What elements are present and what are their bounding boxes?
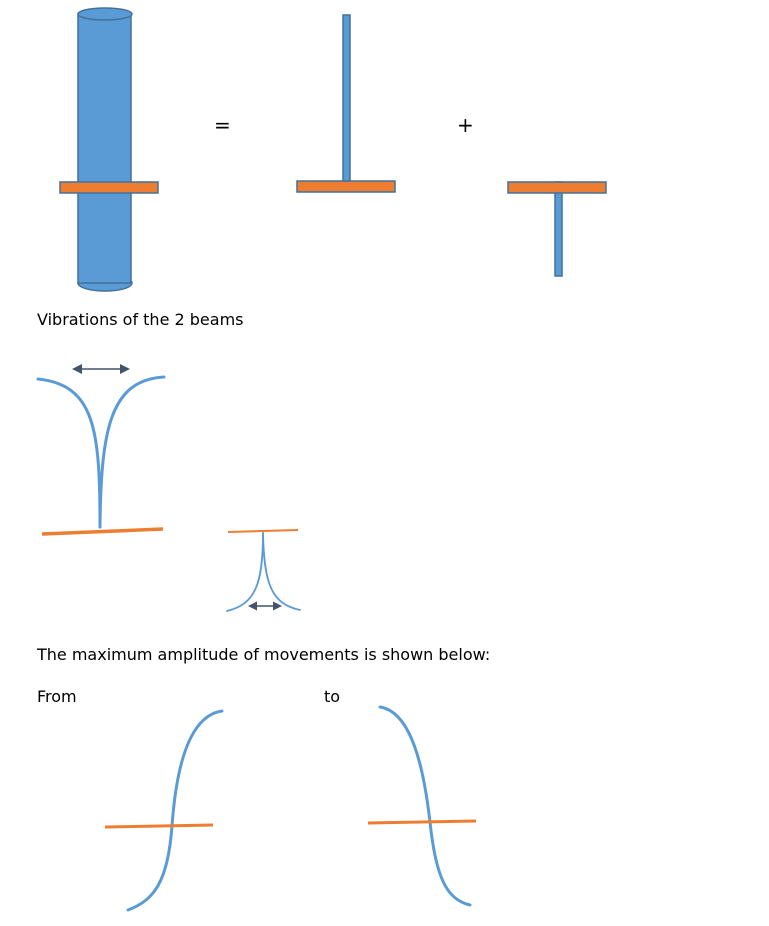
lower-beam-vibration xyxy=(226,529,301,612)
cylinder-with-plate xyxy=(59,7,159,292)
lower-beam-left-curve xyxy=(226,532,264,612)
to-beam-curve xyxy=(378,705,472,907)
lower-beam-right-curve xyxy=(262,532,301,611)
from-beam-curve xyxy=(126,709,224,912)
from-position-beam xyxy=(104,709,224,912)
upper-beam-vibration xyxy=(36,364,166,536)
from-label: From xyxy=(37,687,77,706)
max-amplitude-title: The maximum amplitude of movements is sh… xyxy=(37,645,491,664)
cylinder-body xyxy=(77,13,132,284)
equals-sign: = xyxy=(214,113,231,137)
to-plate xyxy=(367,819,477,825)
upper-beam-with-plate xyxy=(296,14,396,193)
cylinder-top-cap xyxy=(77,7,133,21)
upper-beam xyxy=(342,14,351,184)
upper-beam-left-curve xyxy=(36,377,102,529)
lower-beam-top-plate xyxy=(227,529,299,533)
upper-double-arrow xyxy=(72,364,130,374)
upper-beam-plate xyxy=(296,180,396,193)
to-position-beam xyxy=(367,705,477,907)
cylinder-plate xyxy=(59,181,159,194)
lower-beam-with-plate xyxy=(507,181,607,277)
upper-beam-base-plate xyxy=(41,527,164,536)
vibrations-title: Vibrations of the 2 beams xyxy=(37,310,244,329)
upper-beam-right-curve xyxy=(98,375,166,529)
to-label: to xyxy=(324,687,341,706)
from-plate xyxy=(104,823,214,829)
lower-beam-plate xyxy=(507,181,607,194)
plus-sign: + xyxy=(457,113,474,137)
lower-double-arrow xyxy=(248,601,282,611)
lower-beam xyxy=(554,181,563,277)
